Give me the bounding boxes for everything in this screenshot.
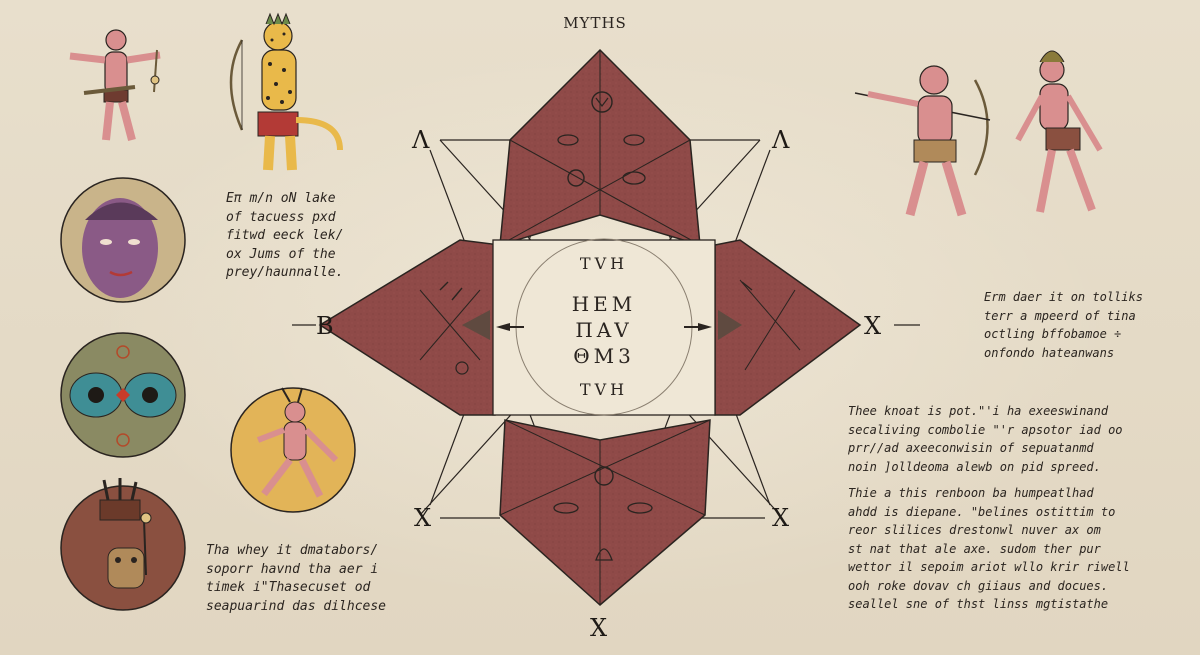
- caption-right-upper: Erm daer it on tolliks terr a mpeerd of …: [984, 290, 1143, 360]
- diagram-title: MYTHS: [563, 14, 627, 32]
- label-left: B: [316, 312, 334, 340]
- center-text-line-4: ΘM3: [573, 344, 635, 368]
- warrior-icon: [1015, 50, 1103, 213]
- center-text-line-1: TVH: [579, 254, 629, 273]
- caption-left-upper: Eπ m/n oN lake of tacuess pxd fitwd eeck…: [226, 191, 344, 280]
- caption-left-lower: Tha whey it dmatabors/ soporr havnd tha …: [206, 543, 387, 614]
- top-petal: [499, 48, 701, 247]
- label-right: X: [864, 312, 882, 340]
- headdress-medallion-icon: [60, 478, 186, 611]
- label-bottom: X: [590, 614, 608, 642]
- jaguar-warrior-icon: [229, 12, 343, 171]
- label-top-left: Λ: [412, 126, 430, 154]
- dancer-medallion-icon: [230, 387, 356, 513]
- teal-eyes-medallion-icon: [60, 332, 186, 458]
- left-petal: [318, 239, 501, 416]
- figure-with-staff-icon: [69, 29, 161, 142]
- caption-right-lower: Thie a this renboon ba humpeatlhad ahdd …: [848, 486, 1130, 611]
- label-bottom-left: X: [414, 504, 432, 532]
- label-top-right: Λ: [772, 126, 790, 154]
- bottom-petal: [499, 419, 711, 606]
- jaguar-archer-icon: [854, 65, 991, 217]
- caption-right-middle: Thee knoat is pot."'i ha exeeswinand sec…: [848, 404, 1123, 474]
- center-text-line-3: ΠAV: [575, 318, 633, 342]
- center-square: [492, 238, 716, 416]
- purple-face-medallion-icon: [60, 177, 186, 303]
- center-text-line-5: TVH: [579, 380, 629, 399]
- label-bottom-right: X: [772, 504, 790, 532]
- right-petal: [714, 239, 862, 416]
- center-text-line-2: HEM: [571, 292, 637, 316]
